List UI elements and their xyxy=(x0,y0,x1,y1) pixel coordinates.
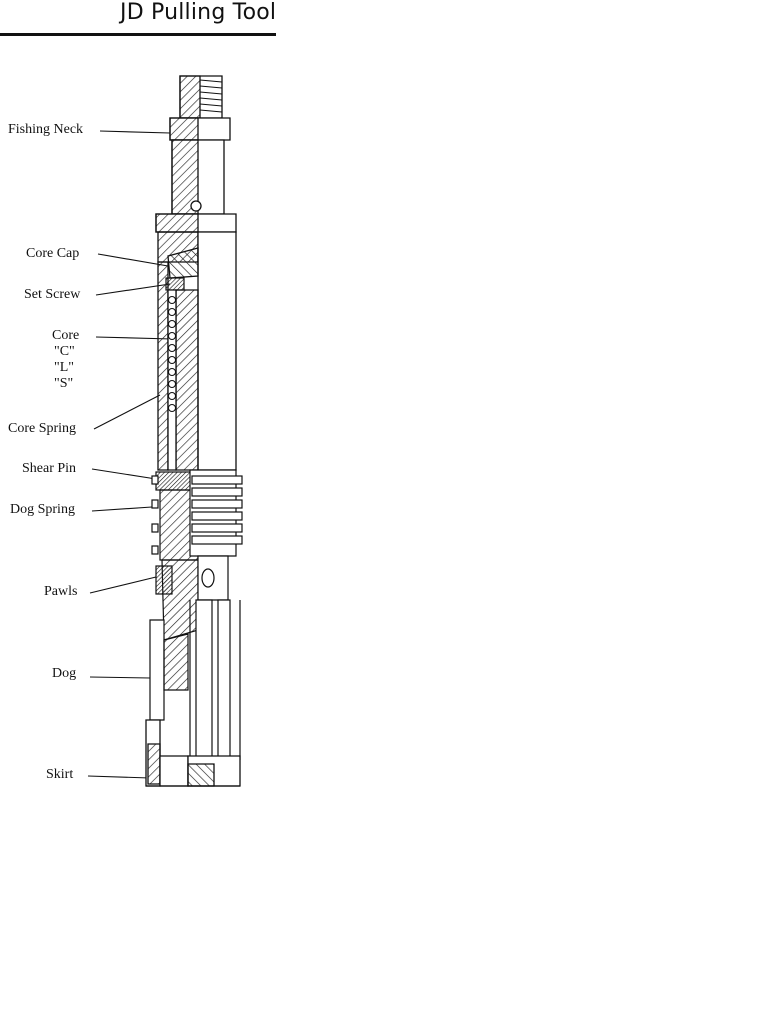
label-dog: Dog xyxy=(52,666,77,681)
leader-dog-spring xyxy=(91,506,153,512)
skirt-part xyxy=(145,719,241,787)
label-dog-spring: Dog Spring xyxy=(10,502,75,517)
label-skirt: Skirt xyxy=(46,767,74,782)
leader-skirt xyxy=(87,775,151,779)
dog-spring-part xyxy=(151,469,243,561)
leader-core-cap xyxy=(97,253,169,267)
leader-pawls xyxy=(89,576,157,594)
label-core-spring: Core Spring xyxy=(8,421,77,436)
label-set-screw: Set Screw xyxy=(24,287,81,302)
leader-dog xyxy=(89,676,151,679)
label-core-s: "S" xyxy=(54,376,74,391)
label-core-cap: Core Cap xyxy=(26,246,80,261)
label-core-group: Core "C" "L" "S" xyxy=(52,328,79,392)
leader-core-spring xyxy=(93,394,161,430)
leader-shear-pin xyxy=(91,468,157,480)
title-underline xyxy=(0,33,276,36)
label-fishing-neck: Fishing Neck xyxy=(8,122,84,137)
core-cap-part xyxy=(155,213,237,471)
label-core-l: "L" xyxy=(54,360,74,375)
label-core-c: "C" xyxy=(54,344,75,359)
label-shear-pin: Shear Pin xyxy=(22,461,77,476)
label-core: Core xyxy=(52,328,80,343)
pawls-part xyxy=(155,555,229,641)
shear-pin-part xyxy=(155,471,193,491)
core-spring-coils xyxy=(168,296,176,412)
page-title: JD Pulling Tool xyxy=(120,0,277,25)
set-screw-part xyxy=(165,277,185,291)
label-pawls: Pawls xyxy=(44,584,78,599)
fishing-neck-part xyxy=(169,75,231,215)
core-part xyxy=(157,261,199,471)
leader-fishing-neck xyxy=(99,130,171,134)
